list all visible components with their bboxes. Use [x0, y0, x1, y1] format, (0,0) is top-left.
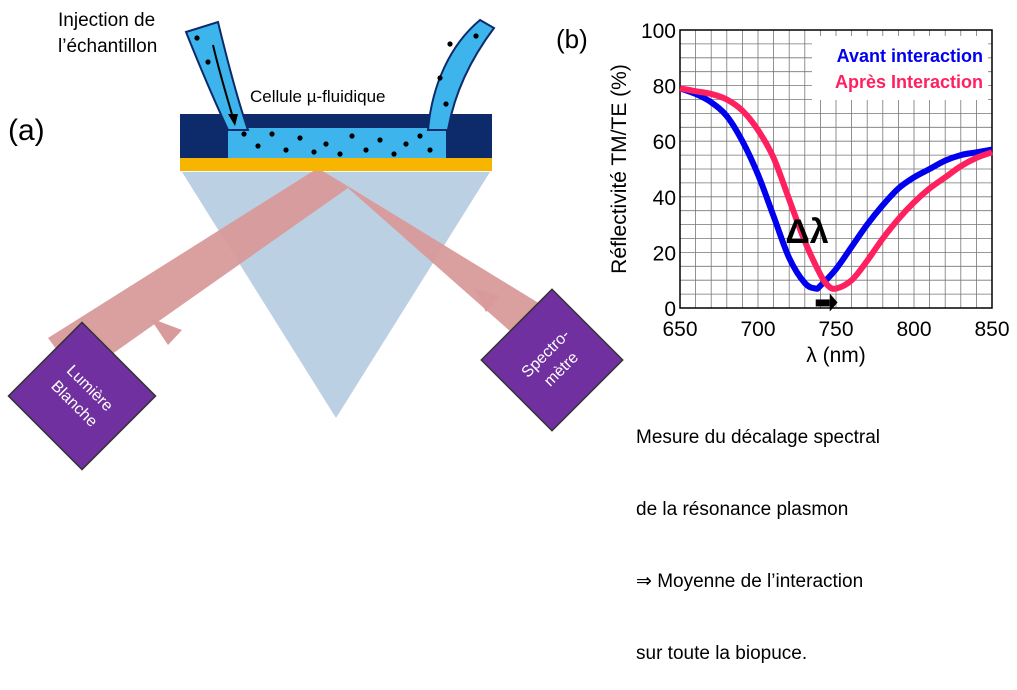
plot-frame — [679, 29, 993, 309]
cell-channel — [228, 128, 446, 158]
y-tick-label: 0 — [664, 298, 676, 321]
caption-line: sur toute la biopuce. — [636, 643, 808, 664]
injection-label-line2: l’échantillon — [58, 36, 157, 57]
incident-beam-arrowhead — [150, 318, 182, 345]
caption-line: de la résonance plasmon — [636, 499, 849, 520]
reflected-beam-arrowhead — [474, 288, 500, 312]
caption: Mesure du décalage spectral de la résona… — [636, 378, 880, 690]
caption-line: ⇒ Moyenne de l’interaction — [636, 571, 864, 592]
y-tick-label: 40 — [653, 187, 676, 210]
shift-arrow-head — [829, 293, 838, 312]
flow-arrow-head — [228, 114, 238, 126]
y-tick-label: 20 — [653, 242, 676, 265]
y-axis-label: Réflectivité TM/TE (%) — [608, 64, 631, 274]
series-line — [678, 85, 993, 292]
y-tick-label: 80 — [653, 76, 676, 99]
light-source-box: Lumière Blanche — [7, 321, 157, 471]
x-tick-label: 850 — [974, 318, 1009, 341]
legend-entry: Avant interaction — [837, 46, 983, 66]
caption-line: Mesure du décalage spectral — [636, 427, 880, 448]
x-tick-label: 750 — [818, 318, 853, 341]
x-axis-label: λ (nm) — [806, 344, 866, 367]
shift-arrow-shaft — [815, 299, 830, 307]
scene: (a) Injection de l’échantillon Cellule µ… — [7, 10, 1010, 471]
particles — [194, 33, 479, 157]
panel-b-label: (b) — [556, 24, 588, 54]
prism — [182, 172, 490, 418]
x-tick-label: 700 — [740, 318, 775, 341]
legend-entry: Après Interaction — [835, 72, 983, 92]
y-tick-label: 60 — [653, 131, 676, 154]
spectrometer-box: Spectro- mètre — [480, 288, 624, 432]
x-tick-label: 800 — [896, 318, 931, 341]
inlet-tube — [184, 20, 250, 131]
chart: 650 700 750 800 850 0 20 40 60 80 100 λ (nm) Réflect… — [608, 20, 1010, 367]
outlet-tube — [426, 18, 496, 131]
incident-beam — [48, 168, 348, 378]
legend-box — [812, 36, 988, 100]
y-tick-label: 100 — [641, 20, 676, 43]
flow-arrow — [212, 44, 234, 119]
injection-label-line1: Injection de — [58, 10, 155, 31]
delta-lambda-label: Δλ — [785, 213, 828, 251]
cell-label: Cellule µ-fluidique — [250, 87, 385, 106]
series-line — [679, 85, 994, 292]
panel-a-label: (a) — [8, 114, 45, 147]
x-tick-label: 650 — [662, 318, 697, 341]
gold-film — [180, 158, 492, 171]
